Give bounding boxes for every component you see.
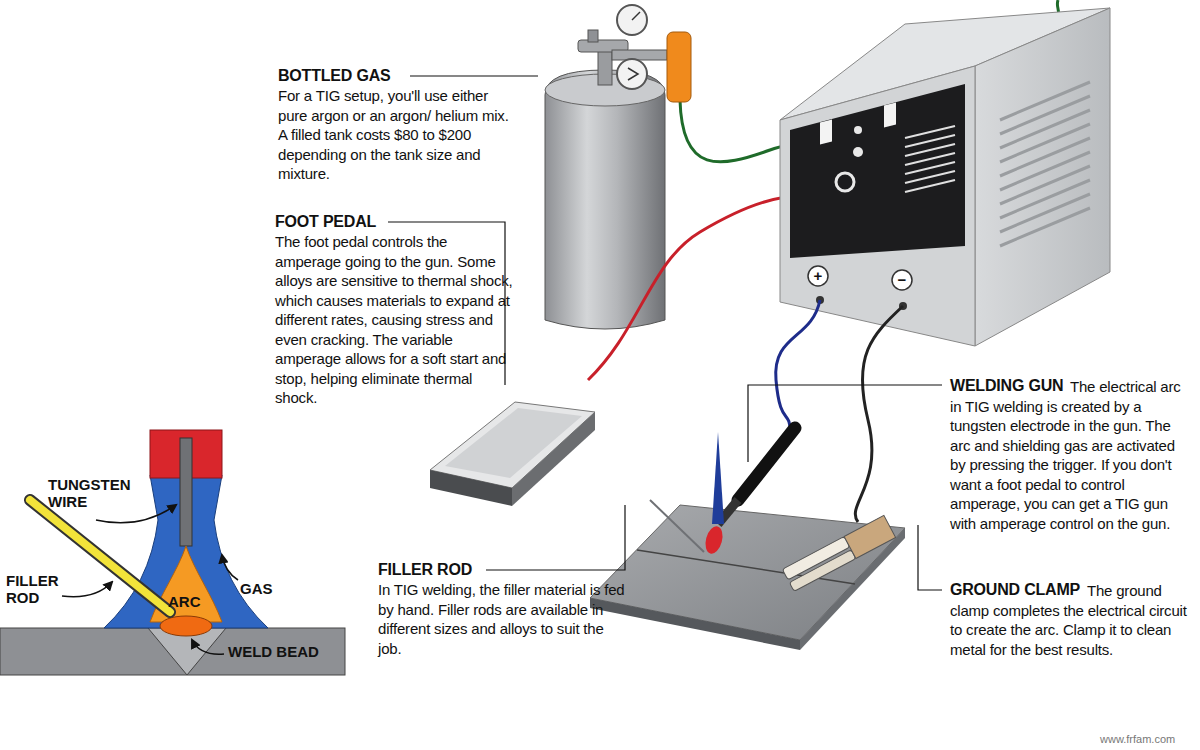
callout-heading: FILLER ROD [378, 560, 628, 580]
callout-text: In TIG welding, the filler material is f… [378, 580, 628, 658]
side-vents [1000, 82, 1090, 246]
welding-machine [892, 270, 912, 290]
torch-cross-section [30, 500, 170, 612]
welding-machine [808, 266, 828, 286]
welding-machine [820, 120, 832, 145]
callout-heading: BOTTLED GAS [278, 66, 518, 86]
part-label: ARC [168, 593, 208, 610]
inset-arrows [192, 640, 224, 654]
gas-tank [588, 30, 598, 42]
part-label: TUNGSTEN WIRE [48, 476, 148, 510]
part-label: WELD BEAD [228, 643, 338, 660]
torch-cross-section [160, 616, 212, 636]
tig-torch [703, 524, 726, 555]
foot-pedal [445, 408, 582, 478]
callout-text: The foot pedal controls the amperage goi… [275, 232, 515, 408]
gas-tank [545, 70, 665, 329]
vent-slots [905, 126, 955, 192]
terminal-sign: − [894, 272, 910, 288]
torch-cross-section [180, 438, 192, 546]
pedal-wire [588, 196, 800, 380]
gas-tank [545, 5, 691, 329]
welding-machine [884, 103, 896, 128]
welding-machine [854, 126, 862, 134]
gas-tank [667, 32, 691, 102]
ground-clamp [782, 515, 895, 591]
metal-plate [590, 505, 905, 640]
leader-lines [410, 75, 538, 76]
ground-cable [855, 306, 903, 522]
watermark: www.frfam.com [1100, 733, 1196, 746]
part-label: FILLER ROD [6, 572, 76, 606]
ground-clamp [789, 550, 856, 592]
welding-machine [836, 173, 854, 191]
callout-heading: FOOT PEDAL [275, 212, 515, 232]
gas-tank [632, 12, 640, 20]
gas-tank [612, 50, 667, 60]
vent-slots [905, 180, 955, 192]
terminal-sign: + [810, 268, 826, 284]
metal-plate [590, 598, 800, 650]
tig-torch [712, 432, 724, 524]
welding-machine [780, 66, 975, 346]
side-vents [1000, 208, 1090, 246]
leader-lines [748, 385, 942, 462]
callout-text: For a TIG setup, you'll use either pure … [278, 86, 518, 184]
welding-machine [790, 84, 965, 258]
inset-arrows [62, 582, 112, 597]
callout-text: The electrical arc in TIG welding is cre… [950, 377, 1188, 533]
welding-machine [780, 8, 1110, 346]
callout-text: The ground clamp completes the electrica… [950, 581, 1188, 659]
torch-cross-section [30, 500, 170, 612]
leader-lines [486, 505, 625, 570]
tig-torch [703, 428, 795, 556]
gas-tank [617, 5, 647, 35]
welding-machine [975, 8, 1110, 346]
foot-pedal [430, 402, 595, 506]
tig-torch [738, 428, 795, 500]
leader-lines [918, 525, 942, 590]
part-label: GAS [240, 580, 290, 597]
inset-arrows [96, 505, 176, 523]
torch-cross-section [0, 430, 345, 675]
inset-arrows [222, 555, 238, 580]
torch-cable [776, 300, 820, 430]
gas-tank [628, 68, 638, 80]
gas-tank [617, 59, 647, 89]
filler-rod [650, 500, 704, 552]
inset-arrows [62, 505, 238, 654]
ground-clamp [844, 515, 895, 558]
welding-machine [853, 147, 863, 157]
metal-plate [590, 505, 905, 650]
